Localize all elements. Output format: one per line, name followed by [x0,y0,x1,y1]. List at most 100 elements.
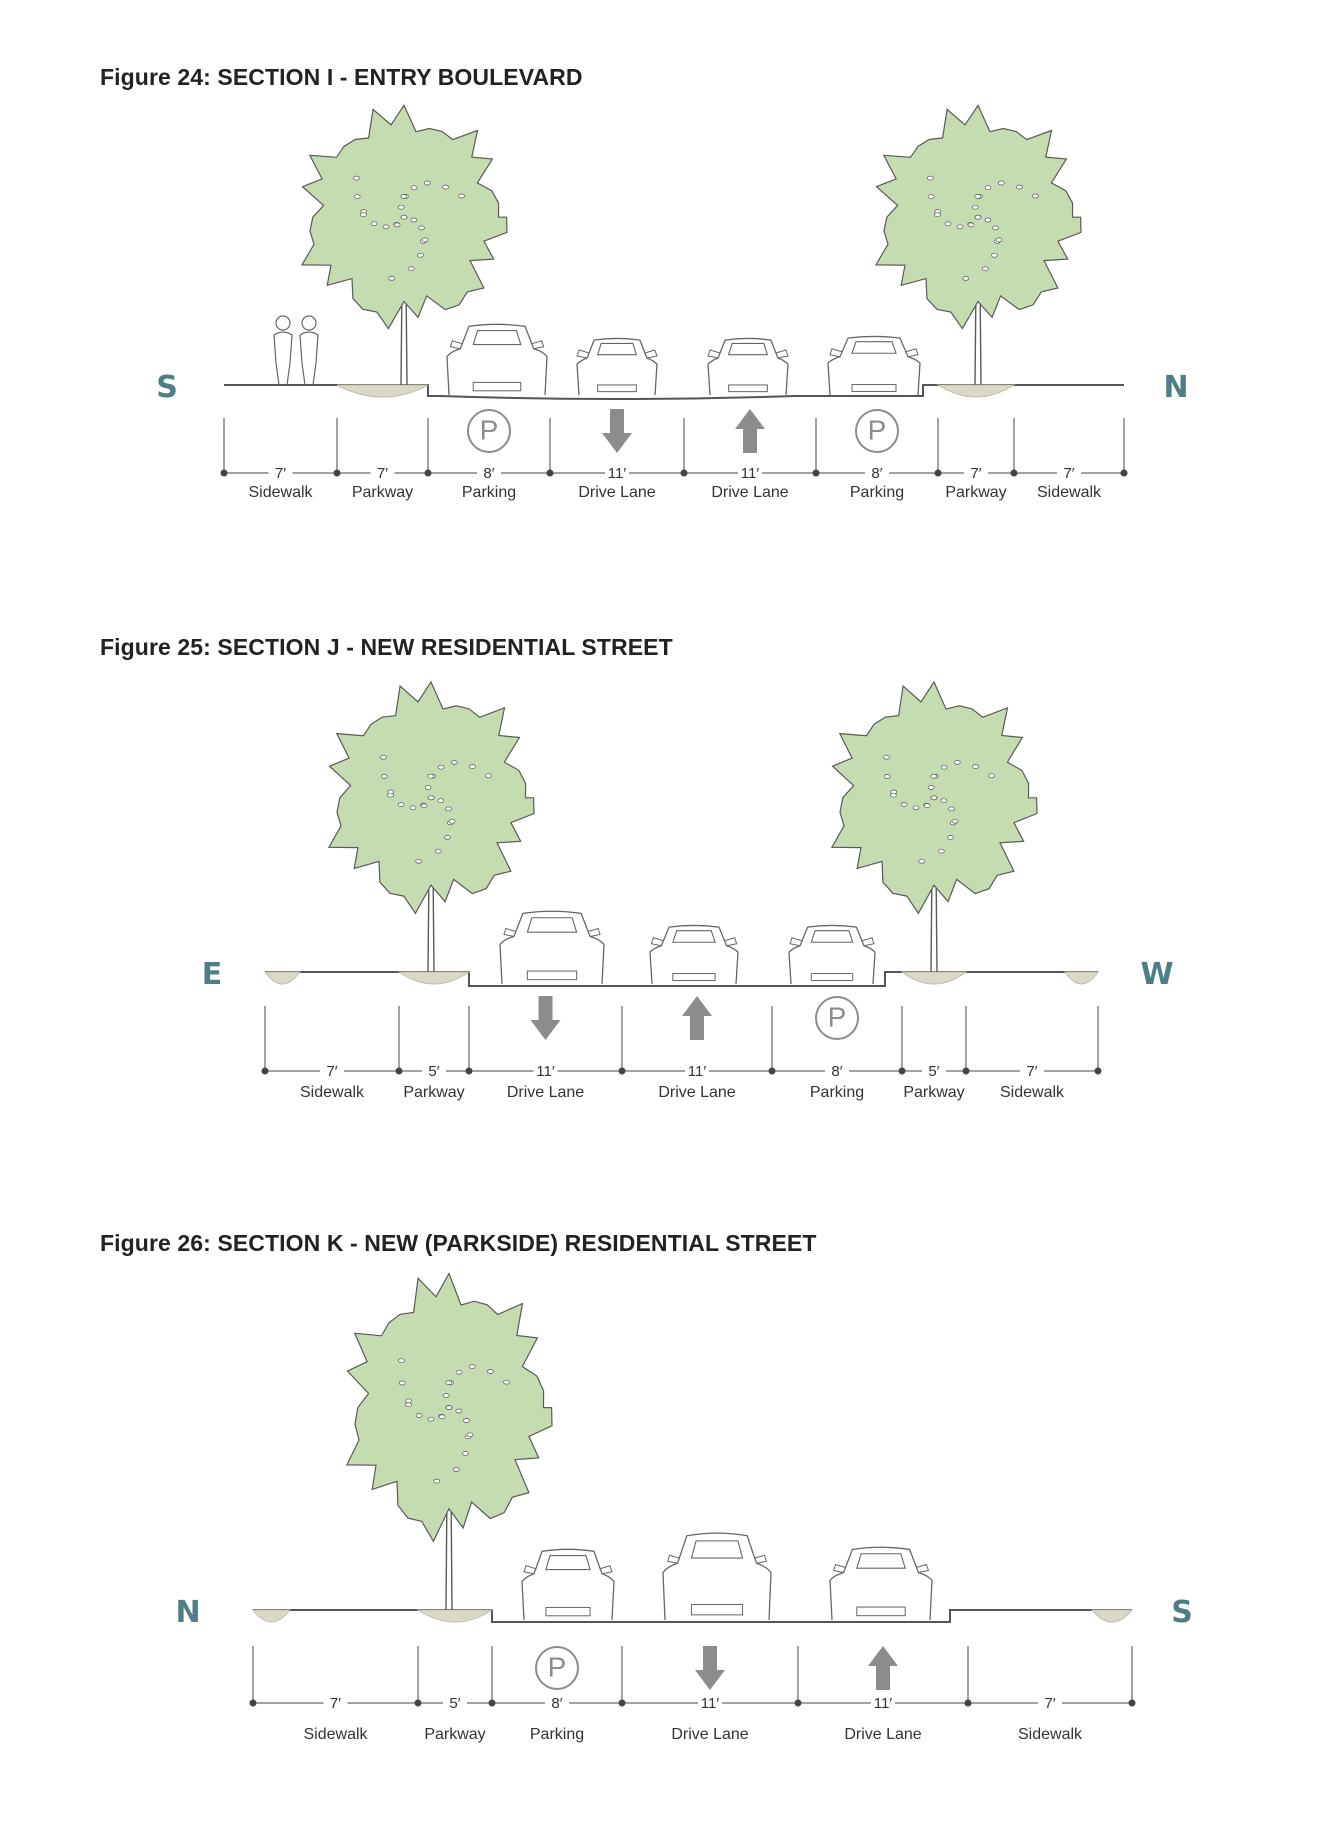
dimension-node [546,469,554,477]
dimension-node [1010,469,1018,477]
parking-symbol-text: P [868,414,887,445]
dimension-node [414,1699,422,1707]
dimension-value: 7′ [330,1695,341,1712]
dimension-value: 7′ [1026,1063,1037,1080]
planting-soil [264,971,301,985]
arrow-down-icon [602,409,632,453]
car-icon [662,1532,772,1621]
car-icon [829,1546,933,1621]
segment-label: Parkway [352,484,413,501]
direction-right-label: S [1171,1595,1193,1630]
arrow-up-icon [868,1646,898,1690]
segment-label: Parkway [903,1084,964,1101]
segment-label: Drive Lane [844,1726,921,1743]
dimension-value-bg [964,464,988,478]
tree-icon [830,680,1038,973]
dimension-value: 7′ [275,465,286,482]
dimension-value-bg [865,464,889,478]
planting-soil [1064,971,1099,985]
parking-symbol-text: P [548,1651,567,1682]
parking-symbol-text: P [828,1001,847,1032]
car-icon [788,924,876,985]
dimension-value: 11′ [874,1695,893,1712]
dimension-value-bg [320,1062,344,1076]
segment-label: Sidewalk [300,1084,365,1101]
dimension-value: 8′ [483,465,494,482]
planting-soil [251,1609,292,1623]
segment-label: Sidewalk [1000,1084,1065,1101]
segment-label: Drive Lane [507,1084,584,1101]
dimension-value: 5′ [449,1695,460,1712]
figure-26-title: Figure 26: SECTION K - NEW (PARKSIDE) RE… [100,1230,817,1256]
dimension-value: 7′ [377,465,388,482]
planting-soil [936,384,1016,398]
arrow-down-icon [530,996,561,1040]
segment-label: Sidewalk [1018,1726,1083,1743]
dimension-value-bg [443,1694,467,1708]
car-icon [707,337,789,396]
car-icon [649,924,739,985]
planting-soil [900,971,968,985]
segment-label: Parking [530,1726,584,1743]
dimension-value: 11′ [701,1695,720,1712]
dimension-value-bg [922,1062,946,1076]
segment-label: Drive Lane [711,484,788,501]
segment-label: Sidewalk [248,484,313,501]
section-k-diagram: N S 7′ Sidewalk 5′ Parkway 8′ Parking P 11′ Drive … [175,1272,1193,1743]
figure-25-title: Figure 25: SECTION J - NEW RESIDENTIAL S… [100,634,673,660]
dimension-value-bg [698,1694,722,1708]
tree-icon [874,104,1082,386]
dimension-node [964,1699,972,1707]
dimension-value-bg [422,1062,446,1076]
dimension-node [898,1067,906,1075]
segment-label: Drive Lane [578,484,655,501]
segment-label: Drive Lane [671,1726,748,1743]
parking-symbol-text: P [480,414,499,445]
pedestrian-icon [273,315,319,386]
parking-icon: P [855,409,899,453]
dimension-value-bg [738,464,762,478]
dimension-node [333,469,341,477]
dimension-value: 8′ [551,1695,562,1712]
direction-left-label: S [156,370,178,405]
dimension-value-bg [1038,1694,1062,1708]
dimension-value-bg [605,464,629,478]
segment-label: Parking [850,484,904,501]
dimension-value-bg [825,1062,849,1076]
dimension-node [488,1699,496,1707]
dimension-node [1094,1067,1102,1075]
arrow-down-icon [695,1646,725,1690]
dimension-node [934,469,942,477]
dimension-node [618,1699,626,1707]
dimension-value-bg [268,464,293,478]
dimension-node [680,469,688,477]
dimension-value: 8′ [831,1063,842,1080]
segment-label: Sidewalk [303,1726,368,1743]
dimension-node [249,1699,257,1707]
dimension-value: 11′ [688,1063,707,1080]
dimension-node [465,1067,473,1075]
car-icon [499,910,605,985]
direction-left-label: N [175,1595,200,1630]
dimension-value-bg [1020,1062,1044,1076]
dimension-value-bg [477,464,501,478]
tree-icon [300,104,508,386]
dimension-value: 7′ [1044,1695,1055,1712]
segment-label: Parkway [945,484,1006,501]
segment-label: Parkway [424,1726,485,1743]
figure-24-title: Figure 24: SECTION I - ENTRY BOULEVARD [100,64,583,90]
tree-icon [345,1272,553,1611]
car-icon [576,337,658,396]
car-icon [521,1548,615,1621]
planting-soil [336,384,429,398]
parking-icon: P [815,996,859,1040]
direction-left-label: E [202,957,223,992]
planting-soil [397,971,471,985]
street-profile-line [224,384,1124,400]
dimension-value-bg [533,1062,558,1076]
planting-soil [416,1609,494,1623]
planting-soil [1090,1609,1134,1623]
segment-label: Parking [810,1084,864,1101]
